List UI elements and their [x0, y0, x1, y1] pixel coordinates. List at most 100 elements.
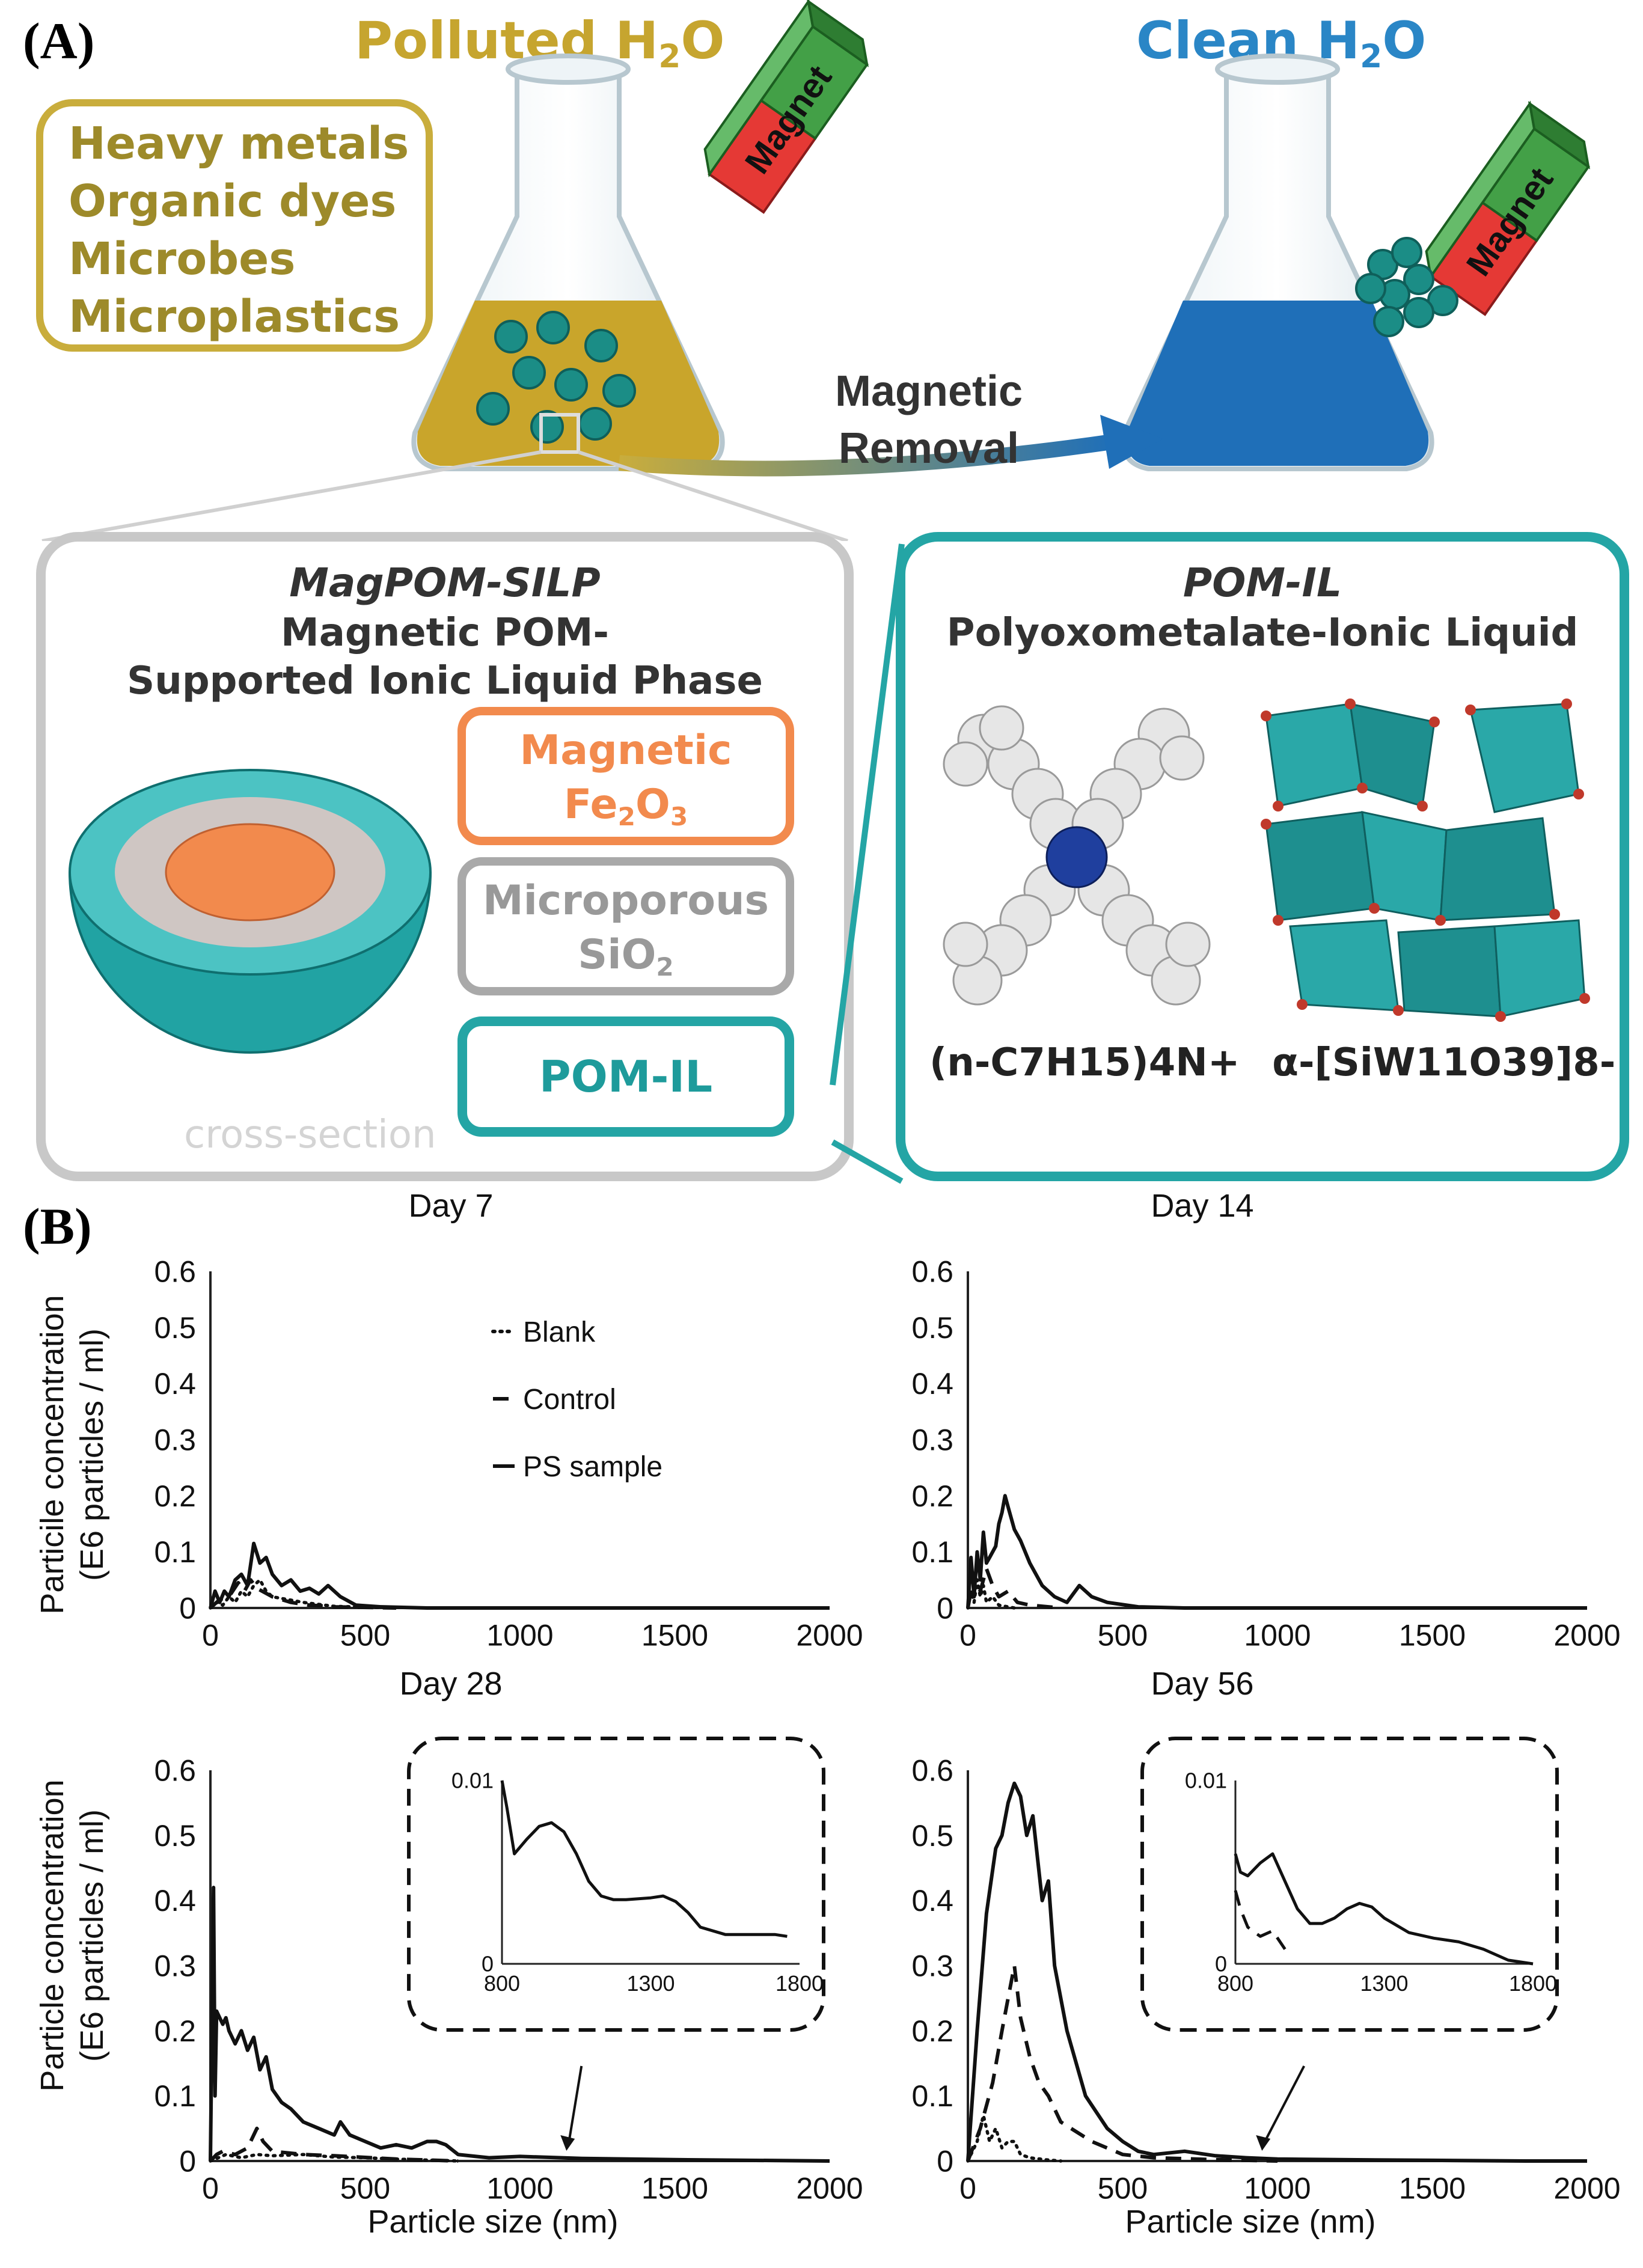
y-tick-label: 0.6 — [911, 1255, 953, 1289]
series-line-ps-sample — [966, 1781, 1587, 2163]
y-tick-label: 0.1 — [154, 2079, 196, 2113]
series-line-control — [209, 2126, 459, 2163]
chart-title-day7: Day 7 — [408, 1188, 494, 1224]
magpom-line2: Supported Ionic Liquid Phase — [127, 659, 763, 703]
x-tick-label: 800 — [484, 1971, 520, 1996]
x-tick-label: 2000 — [796, 2172, 863, 2205]
inset-pointer-arrow — [568, 2065, 583, 2143]
x-tick-label: 2000 — [1553, 2172, 1620, 2205]
magnetic-label: Magnetic — [519, 727, 732, 774]
pollutant-organic-dyes: Organic dyes — [69, 176, 397, 227]
magnetic-core-box: Magnetic Fe2O3 — [457, 707, 794, 845]
y-tick-label: 0.4 — [154, 1367, 196, 1401]
anion-formula: α-[SiW11O39]8- — [1272, 1041, 1616, 1085]
ylabel-bottom: Particle concentration (E6 particles / m… — [24, 1731, 120, 2140]
series-line-ps-sample — [500, 1780, 788, 1938]
x-tick-label: 800 — [1217, 1971, 1253, 1996]
series-line-ps-sample — [966, 1494, 1587, 1610]
x-tick-label: 1000 — [1244, 2172, 1311, 2205]
xlabel-day28: Particle size (nm) — [367, 2204, 619, 2240]
cross-section-sphere — [69, 769, 432, 1054]
pollutants-box: Heavy metals Organic dyes Microbes Micro… — [36, 99, 433, 352]
y-tick-label: 0.5 — [911, 1311, 953, 1345]
y-tick-label: 0.3 — [154, 1949, 196, 1983]
removal-arrow-head — [1100, 415, 1163, 469]
series-line-control — [966, 1567, 1061, 1610]
x-tick-label: 0 — [202, 1619, 219, 1652]
y-tick-label: 0.2 — [911, 2014, 953, 2048]
legend-label: Blank — [523, 1316, 596, 1348]
x-tick-label: 500 — [1098, 1619, 1148, 1652]
y-tick-label: 0.1 — [154, 1535, 196, 1569]
y-tick-label: 0.01 — [1185, 1768, 1227, 1793]
x-tick-label: 1300 — [626, 1971, 675, 1996]
water-treatment-illustration: Magnet Magnet Magnetic Removal — [41, 0, 1590, 541]
x-tick-label: 1500 — [641, 1619, 708, 1652]
y-tick-label: 0 — [1215, 1952, 1227, 1976]
chart-title-day14: Day 14 — [1151, 1188, 1254, 1224]
cation-molecule-image — [943, 705, 1211, 1006]
xlabel-day56: Particle size (nm) — [1125, 2204, 1376, 2240]
y-tick-label: 0.6 — [154, 1754, 196, 1788]
y-tick-label: 0.5 — [154, 1311, 196, 1345]
y-tick-label: 0.2 — [911, 1479, 953, 1513]
y-tick-label: 0.5 — [911, 1819, 953, 1853]
series-line-control — [209, 1578, 397, 1610]
magpom-line1: Magnetic POM- — [281, 611, 609, 655]
pollutants-list: Heavy metals Organic dyes Microbes Micro… — [69, 115, 409, 346]
inset-pointer-arrow — [1263, 2065, 1306, 2143]
cross-section-label: cross-section — [184, 1113, 436, 1157]
magpom-silp-box: MagPOM-SILP Magnetic POM- Supported Ioni… — [36, 532, 854, 1181]
pollutant-heavy-metals: Heavy metals — [69, 118, 409, 170]
pomil-detail-box: POM-IL Polyoxometalate-Ionic Liquid — [896, 532, 1629, 1181]
y-tick-label: 0.3 — [911, 1423, 953, 1457]
ylabel-top: Particile concentration (E6 particles / … — [24, 1250, 120, 1659]
inset-frame — [1140, 1737, 1559, 2032]
x-tick-label: 1000 — [1244, 1619, 1311, 1652]
y-tick-label: 0.5 — [154, 1819, 196, 1853]
x-tick-label: 1500 — [1399, 1619, 1466, 1652]
panel-b-label: (B) — [23, 1197, 92, 1255]
series-line-blank — [209, 2153, 460, 2163]
anion-polyhedra-image — [1261, 698, 1590, 1022]
y-tick-label: 0.2 — [154, 1479, 196, 1513]
x-tick-label: 500 — [1098, 2172, 1148, 2205]
x-tick-label: 1800 — [776, 1971, 824, 1996]
fe2o3-label: Fe2O3 — [563, 781, 688, 831]
inset-frame — [407, 1737, 825, 2032]
silica-shell-box: Microporous SiO2 — [457, 857, 794, 995]
legend-label: Control — [523, 1384, 616, 1416]
y-tick-label: 0.1 — [911, 2079, 953, 2113]
ylabel-top-line1: Particile concentration — [34, 1295, 70, 1615]
inset-pointer-head — [560, 2135, 575, 2151]
x-tick-label: 1000 — [486, 1619, 553, 1652]
chart-title-day56: Day 56 — [1151, 1666, 1254, 1702]
x-tick-label: 1800 — [1509, 1971, 1557, 1996]
y-tick-label: 0 — [179, 1592, 196, 1625]
y-tick-label: 0 — [179, 2145, 196, 2178]
x-tick-label: 1500 — [1399, 2172, 1466, 2205]
series-line-ps-sample — [209, 1886, 830, 2163]
y-tick-label: 0.1 — [911, 1535, 953, 1569]
removal-arrow — [618, 434, 1113, 477]
series-line-blank — [209, 1578, 398, 1610]
magpom-title: MagPOM-SILP — [289, 560, 601, 606]
sio2-label: SiO2 — [578, 931, 674, 982]
x-tick-label: 2000 — [1553, 1619, 1620, 1652]
cation-formula: (n-C7H15)4N+ — [929, 1041, 1240, 1085]
pollutant-microplastics: Microplastics — [69, 291, 400, 343]
y-tick-label: 0.2 — [154, 2014, 196, 2048]
y-tick-label: 0.4 — [911, 1884, 953, 1918]
x-tick-label: 2000 — [796, 1619, 863, 1652]
panel-a-label: (A) — [23, 12, 95, 70]
x-tick-label: 1500 — [641, 2172, 708, 2205]
y-tick-label: 0.01 — [451, 1768, 494, 1793]
x-tick-label: 0 — [959, 2172, 976, 2205]
pomil-title: POM-IL — [1183, 560, 1342, 606]
x-tick-label: 0 — [959, 1619, 976, 1652]
legend-label: PS sample — [523, 1451, 662, 1483]
polluted-flask — [411, 53, 725, 471]
